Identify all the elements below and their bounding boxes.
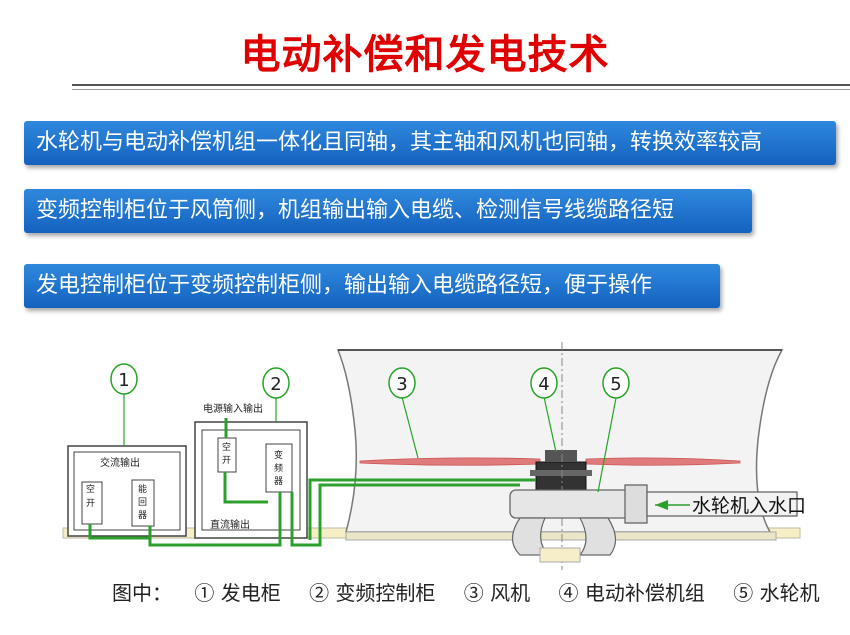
ac-out-label: 交流输出 bbox=[100, 456, 140, 469]
bullet-bar-2: 变频控制柜位于风筒侧，机组输出输入电缆、检测信号线缆路径短 bbox=[24, 189, 752, 233]
title-divider-thin bbox=[72, 89, 850, 90]
legend-lead: 图中： bbox=[112, 581, 172, 605]
switch2-label: 空开 bbox=[222, 441, 231, 466]
system-diagram: 水轮机入水口 空开 能回器 交流输出 空开 变频器 电源输入输出 直流输出 bbox=[62, 342, 806, 570]
svg-text:1: 1 bbox=[118, 370, 129, 391]
legend-item-motor-unit: ④ 电动补偿机组 bbox=[558, 581, 705, 605]
legend-item-vfd-cabinet: ② 变频控制柜 bbox=[309, 581, 436, 605]
callout-3: 3 bbox=[388, 367, 416, 399]
cable-lines bbox=[88, 418, 536, 547]
callout-2: 2 bbox=[262, 367, 290, 399]
switch1-label: 空开 bbox=[86, 483, 95, 509]
vfd-label: 变频器 bbox=[274, 449, 283, 487]
legend-item-fan: ③ 风机 bbox=[463, 581, 531, 605]
vfd-box bbox=[265, 443, 293, 493]
svg-text:5: 5 bbox=[610, 374, 621, 395]
svg-text:4: 4 bbox=[538, 374, 549, 395]
dc-out-label: 直流输出 bbox=[210, 518, 250, 531]
inlet-label: 水轮机入水口 bbox=[692, 495, 806, 517]
callout-5: 5 bbox=[602, 367, 630, 399]
turbine-pipe bbox=[509, 489, 631, 519]
callout-4: 4 bbox=[530, 367, 558, 399]
bullet-bar-1: 水轮机与电动补偿机组一体化且同轴，其主轴和风机也同轴，转换效率较高 bbox=[24, 121, 836, 165]
regen-label: 能回器 bbox=[138, 483, 147, 521]
callout-1: 1 bbox=[110, 363, 138, 395]
svg-text:2: 2 bbox=[270, 374, 281, 395]
legend-item-generator-cabinet: ① 发电柜 bbox=[194, 581, 281, 605]
title-divider bbox=[72, 84, 850, 86]
callout-leaders bbox=[123, 392, 617, 493]
svg-text:3: 3 bbox=[396, 374, 407, 395]
switch1-box bbox=[81, 481, 103, 525]
power-io-label: 电源输入输出 bbox=[203, 402, 263, 415]
page-title: 电动补偿和发电技术 bbox=[240, 32, 610, 78]
legend: 图中： ① 发电柜 ② 变频控制柜 ③ 风机 ④ 电动补偿机组 ⑤ 水轮机 bbox=[112, 577, 842, 606]
bullet-bar-3: 发电控制柜位于变频控制柜侧，输出输入电缆路径短，便于操作 bbox=[24, 264, 720, 308]
regen-box bbox=[131, 479, 155, 527]
legend-item-turbine: ⑤ 水轮机 bbox=[733, 581, 820, 605]
